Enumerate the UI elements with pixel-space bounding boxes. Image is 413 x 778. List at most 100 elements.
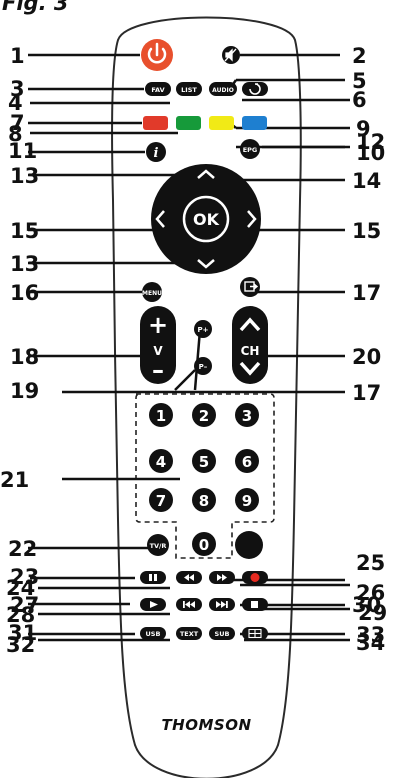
callout-number-7: 7 — [10, 111, 25, 135]
callout-number-4: 4 — [8, 91, 23, 115]
ok-button[interactable] — [182, 195, 230, 243]
blank-button[interactable] — [235, 531, 263, 559]
callout-number-17: 17 — [352, 281, 381, 305]
tvr-label: TV/R — [150, 542, 167, 550]
vol-label: V — [153, 344, 163, 358]
digit-9-label: 9 — [242, 492, 252, 510]
callout-number-26: 26 — [356, 581, 385, 605]
audio-label: AUDIO — [212, 87, 234, 94]
arrow-down-icon[interactable] — [197, 259, 215, 269]
digit-5-button[interactable] — [192, 449, 216, 473]
usb-label: USB — [146, 630, 161, 638]
text-button[interactable] — [176, 627, 202, 640]
menu-button[interactable] — [142, 282, 162, 302]
digit-1-label: 1 — [156, 407, 166, 425]
callout-number-17: 17 — [352, 381, 381, 405]
digit-3-label: 3 — [242, 407, 252, 425]
callout-number-6: 6 — [352, 88, 367, 112]
callout-number-1: 1 — [10, 44, 25, 68]
audio-button[interactable] — [209, 82, 237, 96]
ok-label: OK — [193, 210, 220, 229]
callout-number-14: 14 — [352, 169, 381, 193]
channel-up-icon — [239, 317, 261, 332]
subtitle-button[interactable] — [209, 627, 235, 640]
callout-number-18: 18 — [10, 345, 39, 369]
red-key[interactable] — [143, 116, 168, 130]
callout-number-3: 3 — [10, 77, 25, 101]
arrow-up-icon[interactable] — [197, 169, 215, 179]
keypad-dashed-outline — [135, 393, 275, 559]
callout-number-32: 32 — [6, 633, 35, 657]
digit-2-button[interactable] — [192, 403, 216, 427]
list-button[interactable] — [176, 82, 202, 96]
tv-radio-button[interactable] — [147, 534, 169, 556]
digit-7-button[interactable] — [149, 488, 173, 512]
callout-number-30: 30 — [352, 593, 381, 617]
exit-icon — [244, 281, 259, 292]
callout-number-12: 12 — [356, 130, 385, 154]
blue-key[interactable] — [242, 116, 267, 130]
fav-button[interactable] — [145, 82, 171, 96]
page-up-button[interactable] — [194, 320, 212, 338]
callout-number-16: 16 — [10, 281, 39, 305]
volume-rocker[interactable] — [140, 306, 176, 384]
digit-3-button[interactable] — [235, 403, 259, 427]
pause-icon — [149, 574, 157, 581]
text-label: TEXT — [180, 630, 199, 638]
page-plus-label: P+ — [198, 326, 209, 334]
callout-number-20: 20 — [352, 345, 381, 369]
callout-number-13: 13 — [10, 252, 39, 276]
rewind-icon — [184, 574, 194, 581]
stop-icon — [251, 601, 258, 608]
digit-4-label: 4 — [156, 453, 166, 471]
callout-number-33: 33 — [356, 623, 385, 647]
remote-body-outline — [111, 16, 302, 778]
fast-forward-icon — [217, 574, 227, 581]
callout-number-15: 15 — [10, 219, 39, 243]
recall-icon — [249, 83, 261, 95]
callout-number-19: 19 — [10, 379, 39, 403]
callout-number-21: 21 — [0, 468, 29, 492]
callout-number-28: 28 — [6, 603, 35, 627]
callout-number-2: 2 — [352, 44, 367, 68]
epg-button[interactable] — [240, 139, 260, 159]
page-minus-label: P– — [199, 363, 208, 371]
callout-number-9: 9 — [356, 117, 371, 141]
callout-number-23: 23 — [10, 565, 39, 589]
arrow-left-icon[interactable] — [155, 210, 165, 228]
grid-icon — [248, 628, 262, 639]
callout-number-31: 31 — [8, 621, 37, 645]
green-key[interactable] — [176, 116, 201, 130]
digit-5-label: 5 — [199, 453, 209, 471]
figure-label: Fig. 3 — [2, 0, 69, 15]
recall-button[interactable] — [242, 82, 268, 96]
ch-label: CH — [241, 344, 260, 358]
mute-icon — [224, 48, 237, 62]
digit-0-button[interactable] — [192, 532, 216, 556]
digit-9-button[interactable] — [235, 488, 259, 512]
digit-2-label: 2 — [199, 407, 209, 425]
callout-number-10: 10 — [356, 141, 385, 165]
vol-minus-label: – — [152, 356, 164, 384]
callout-number-13: 13 — [10, 164, 39, 188]
usb-button[interactable] — [140, 627, 166, 640]
digit-1-button[interactable] — [149, 403, 173, 427]
page-down-button[interactable] — [194, 357, 212, 375]
digit-0-label: 0 — [199, 536, 209, 554]
digit-8-label: 8 — [199, 492, 209, 510]
digit-6-button[interactable] — [235, 449, 259, 473]
power-icon — [147, 42, 167, 64]
callout-number-11: 11 — [8, 139, 37, 163]
pause-button[interactable] — [140, 571, 166, 584]
yellow-key[interactable] — [209, 116, 234, 130]
previous-icon — [183, 601, 195, 608]
callout-number-34: 34 — [356, 631, 385, 655]
digit-8-button[interactable] — [192, 488, 216, 512]
digit-4-button[interactable] — [149, 449, 173, 473]
info-button[interactable] — [146, 142, 166, 162]
arrow-right-icon[interactable] — [247, 210, 257, 228]
vol-plus-label: + — [148, 311, 168, 339]
